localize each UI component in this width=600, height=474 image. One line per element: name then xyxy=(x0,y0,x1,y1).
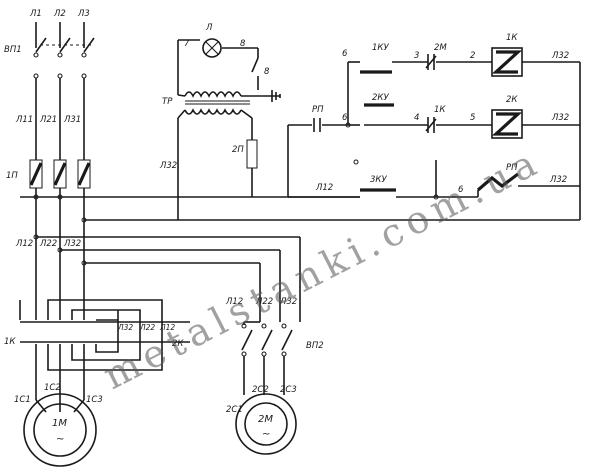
control-relay-branch xyxy=(287,54,492,200)
label-l3: Л3 xyxy=(77,9,90,19)
label-l32-coil2: Л32 xyxy=(551,113,569,123)
watermark: metalstanki.com.ua xyxy=(96,139,548,398)
main-power-lines xyxy=(33,22,95,160)
label-n6c: 6 xyxy=(458,185,464,195)
label-l2: Л2 xyxy=(53,9,66,19)
motor-1m xyxy=(23,393,97,467)
label-k1-contact: 2М xyxy=(434,43,447,53)
label-l11: Л11 xyxy=(15,115,33,125)
label-l22-m2: Л22 xyxy=(255,297,273,307)
labels: Л1 Л2 Л3 ВП1 Л11 Л21 Л31 1П Л12 Л22 Л32 … xyxy=(4,9,569,445)
motor1-tilde: ~ xyxy=(56,434,64,445)
label-n9: 8 xyxy=(264,67,270,77)
reversing-contacts xyxy=(19,299,190,400)
label-l12-block: Л12 xyxy=(159,323,175,332)
label-tr: ТР xyxy=(162,97,173,107)
label-ku2: 2КУ xyxy=(372,93,389,103)
label-coil1: 1К xyxy=(506,33,518,43)
label-vp1: ВП1 xyxy=(4,45,22,55)
motor-2m xyxy=(235,393,297,455)
label-l32-block: Л32 xyxy=(117,323,133,332)
bus-lines xyxy=(20,188,580,322)
switch-vp2 xyxy=(241,321,293,395)
lamp-circuit xyxy=(177,38,259,95)
label-l22: Л22 xyxy=(39,239,57,249)
label-n5: 5 xyxy=(470,113,475,123)
label-l12: Л12 xyxy=(15,239,33,249)
label-ku3: 3КУ xyxy=(370,175,387,185)
label-fuse2: 2П xyxy=(232,145,244,155)
label-n6a: 6 xyxy=(342,49,348,59)
label-c21: 2С1 xyxy=(226,405,243,415)
label-k2-contact: 1К xyxy=(434,105,446,115)
label-rp-coil: РП xyxy=(506,163,518,173)
label-fuse1: 1П xyxy=(6,171,18,181)
label-n4: 4 xyxy=(414,113,419,123)
label-c23: 2С3 xyxy=(280,385,297,395)
label-c13: 1С3 xyxy=(86,395,103,405)
coils xyxy=(476,47,581,220)
label-l32-ctrl: Л32 xyxy=(159,161,177,171)
label-ku1: 1КУ xyxy=(372,43,389,53)
label-c11: 1С1 xyxy=(14,395,31,405)
label-c22: 2С2 xyxy=(252,385,269,395)
label-l31: Л31 xyxy=(63,115,81,125)
label-m2: 2М xyxy=(258,414,273,425)
label-l12-ctrl: Л12 xyxy=(315,183,333,193)
label-vp2: ВП2 xyxy=(306,341,324,351)
label-l32-rp: Л32 xyxy=(549,175,567,185)
label-c12: 1С2 xyxy=(44,383,61,393)
fuses-1p xyxy=(29,159,91,189)
label-m1: 1М xyxy=(52,418,67,429)
fuse-2p xyxy=(246,139,258,197)
label-l32-m2: Л32 xyxy=(279,297,297,307)
label-l32: Л32 xyxy=(63,239,81,249)
label-n8: 8 xyxy=(240,39,246,49)
label-n2: 2 xyxy=(470,51,475,61)
label-coil2: 2К xyxy=(506,95,518,105)
label-l1: Л1 xyxy=(29,9,42,19)
label-rp: РП xyxy=(312,105,324,115)
label-l21: Л21 xyxy=(39,115,57,125)
label-l22-block: Л22 xyxy=(139,323,155,332)
label-k2: 2К xyxy=(172,339,184,349)
label-lamp: Л xyxy=(205,23,213,33)
label-k1: 1К xyxy=(4,337,16,347)
transformer-tp xyxy=(177,90,281,220)
label-n3: 3 xyxy=(414,51,419,61)
label-n6b: 6 xyxy=(342,113,348,123)
label-l32-coil1: Л32 xyxy=(551,51,569,61)
motor2-tilde: ~ xyxy=(262,429,270,440)
label-n7: 7 xyxy=(184,39,190,49)
label-l12-m2: Л12 xyxy=(225,297,243,307)
